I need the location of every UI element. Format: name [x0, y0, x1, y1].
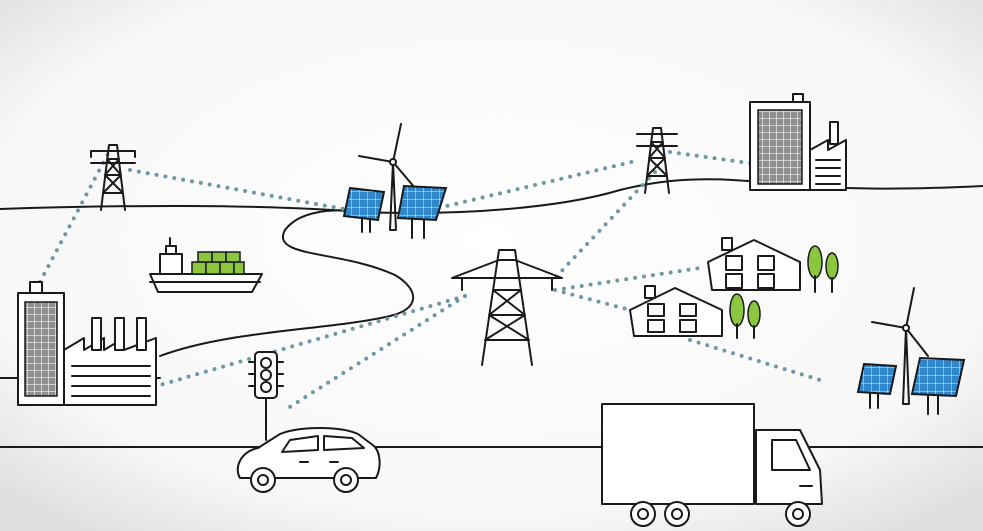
- tree-icon: [729, 293, 761, 339]
- solar-panel-icon: [396, 184, 448, 239]
- office-building-icon: [17, 281, 65, 406]
- wind-turbine-icon: [871, 287, 929, 405]
- traffic-light-icon: [248, 351, 284, 441]
- office-building-icon: [749, 93, 811, 191]
- truck-icon: [601, 403, 823, 527]
- solar-panel-icon: [856, 362, 898, 409]
- power-pylon-icon: [451, 249, 563, 366]
- house-icon: [629, 285, 723, 337]
- car-icon: [236, 427, 381, 493]
- solar-panel-icon: [342, 186, 386, 233]
- wind-turbine-icon: [358, 123, 416, 231]
- power-pylon-icon: [636, 127, 678, 194]
- factory-icon: [809, 121, 847, 191]
- container-ship-icon: [149, 237, 263, 293]
- house-icon: [707, 237, 801, 291]
- power-pylon-icon: [90, 144, 136, 211]
- solar-panel-icon: [910, 356, 966, 415]
- power-connections: [38, 148, 822, 412]
- tree-icon: [807, 245, 839, 293]
- factory-icon: [63, 317, 157, 406]
